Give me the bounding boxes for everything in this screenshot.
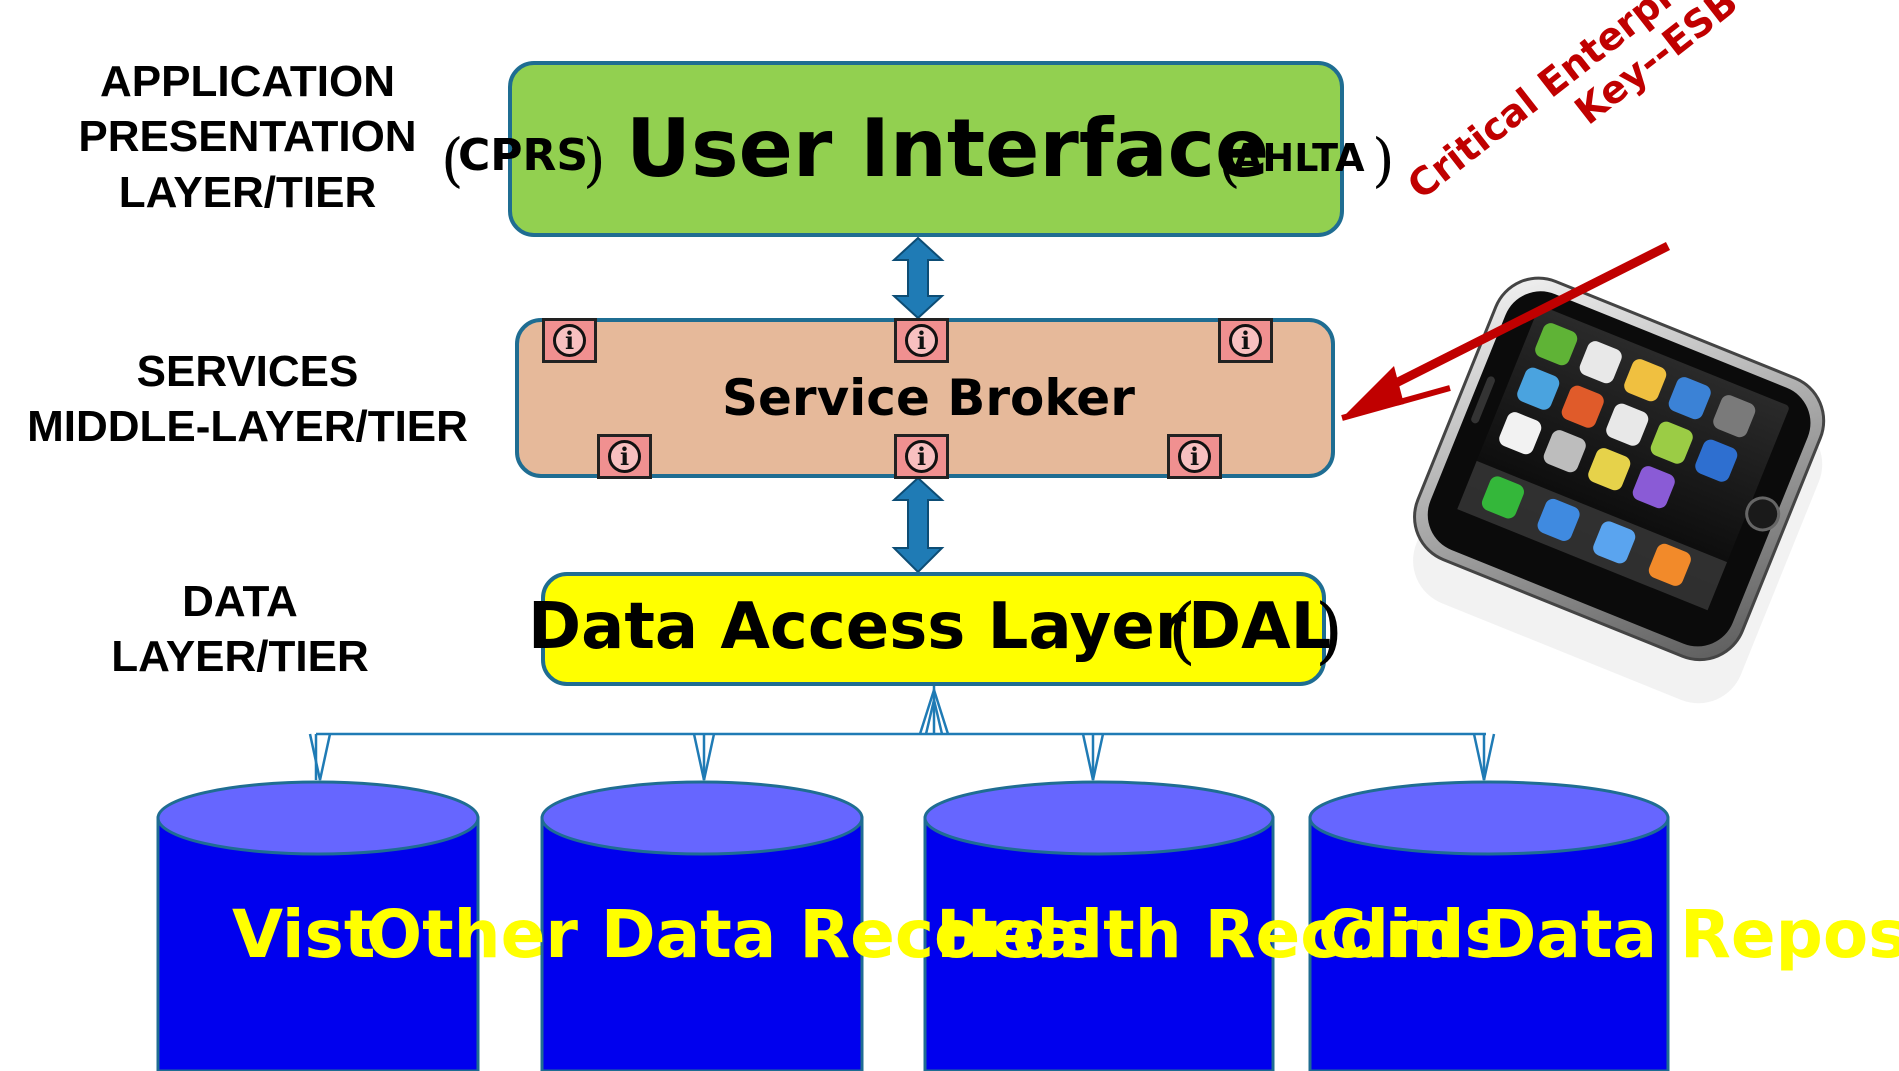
- user-interface-title: User Interface: [626, 102, 1270, 195]
- cprs-open-paren: (: [441, 126, 464, 194]
- phone-app-icons: [1457, 323, 1756, 611]
- cprs-label: CPRS: [458, 130, 589, 181]
- user-interface-box: [508, 61, 1344, 237]
- info-icon: i: [905, 324, 938, 357]
- dal-close-paren: ): [1315, 588, 1344, 672]
- service-info-badge: i: [1218, 318, 1273, 363]
- ahlta-label: AHLTA: [1233, 136, 1365, 180]
- database-cylinder-3: [923, 780, 1275, 1071]
- info-icon: i: [1178, 440, 1211, 473]
- presentation-tier-line-1: APPLICATION: [100, 57, 395, 106]
- repository-label-clinical-data-repository: Clin Data Reposit: [1318, 896, 1899, 973]
- repository-connectors: [308, 685, 1496, 781]
- callout-arrow: [1341, 241, 1671, 421]
- services-tier-line-1: SERVICES: [136, 347, 359, 396]
- info-icon: i: [1229, 324, 1262, 357]
- smartphone-image: [1413, 276, 1826, 704]
- cprs-close-paren: ): [583, 126, 606, 194]
- services-tier-line-2: MIDDLE-LAYER/TIER: [27, 402, 468, 452]
- dal-abbreviation: DAL: [1188, 590, 1332, 664]
- repository-label-health-records: Health Records: [936, 896, 1504, 973]
- data-tier-line-2: LAYER/TIER: [111, 632, 369, 682]
- info-icon: i: [553, 324, 586, 357]
- presentation-tier-line-2: PRESENTATION: [78, 112, 417, 162]
- service-info-badge: i: [1167, 434, 1222, 479]
- presentation-tier-label: APPLICATION PRESENTATION LAYER/TIER: [50, 54, 445, 220]
- info-icon: i: [905, 440, 938, 473]
- info-icon: i: [608, 440, 641, 473]
- service-broker-title: Service Broker: [722, 369, 1135, 427]
- dal-open-paren: (: [1168, 588, 1197, 672]
- data-access-layer-box: [541, 572, 1326, 686]
- data-access-layer-title: Data Access Layer: [528, 590, 1187, 664]
- database-cylinder-2: [540, 780, 864, 1071]
- service-info-badge: i: [894, 434, 949, 479]
- repository-label-vista: Vist: [232, 896, 376, 973]
- data-tier-line-1: DATA: [182, 577, 298, 626]
- service-info-badge: i: [542, 318, 597, 363]
- database-cylinder-1: [156, 780, 480, 1071]
- repository-label-other-data-records: Other Data Records: [366, 896, 1099, 973]
- ahlta-open-paren: (: [1218, 126, 1241, 194]
- ui-broker-double-arrow: [891, 236, 945, 320]
- data-tier-label: DATA LAYER/TIER: [70, 574, 410, 685]
- service-info-badge: i: [597, 434, 652, 479]
- broker-dal-double-arrow: [891, 476, 945, 574]
- presentation-tier-line-3: LAYER/TIER: [118, 167, 377, 217]
- services-tier-label: SERVICES MIDDLE-LAYER/TIER: [0, 344, 495, 455]
- database-cylinder-4: [1308, 780, 1670, 1071]
- ahlta-close-paren: ): [1372, 126, 1395, 194]
- service-info-badge: i: [894, 318, 949, 363]
